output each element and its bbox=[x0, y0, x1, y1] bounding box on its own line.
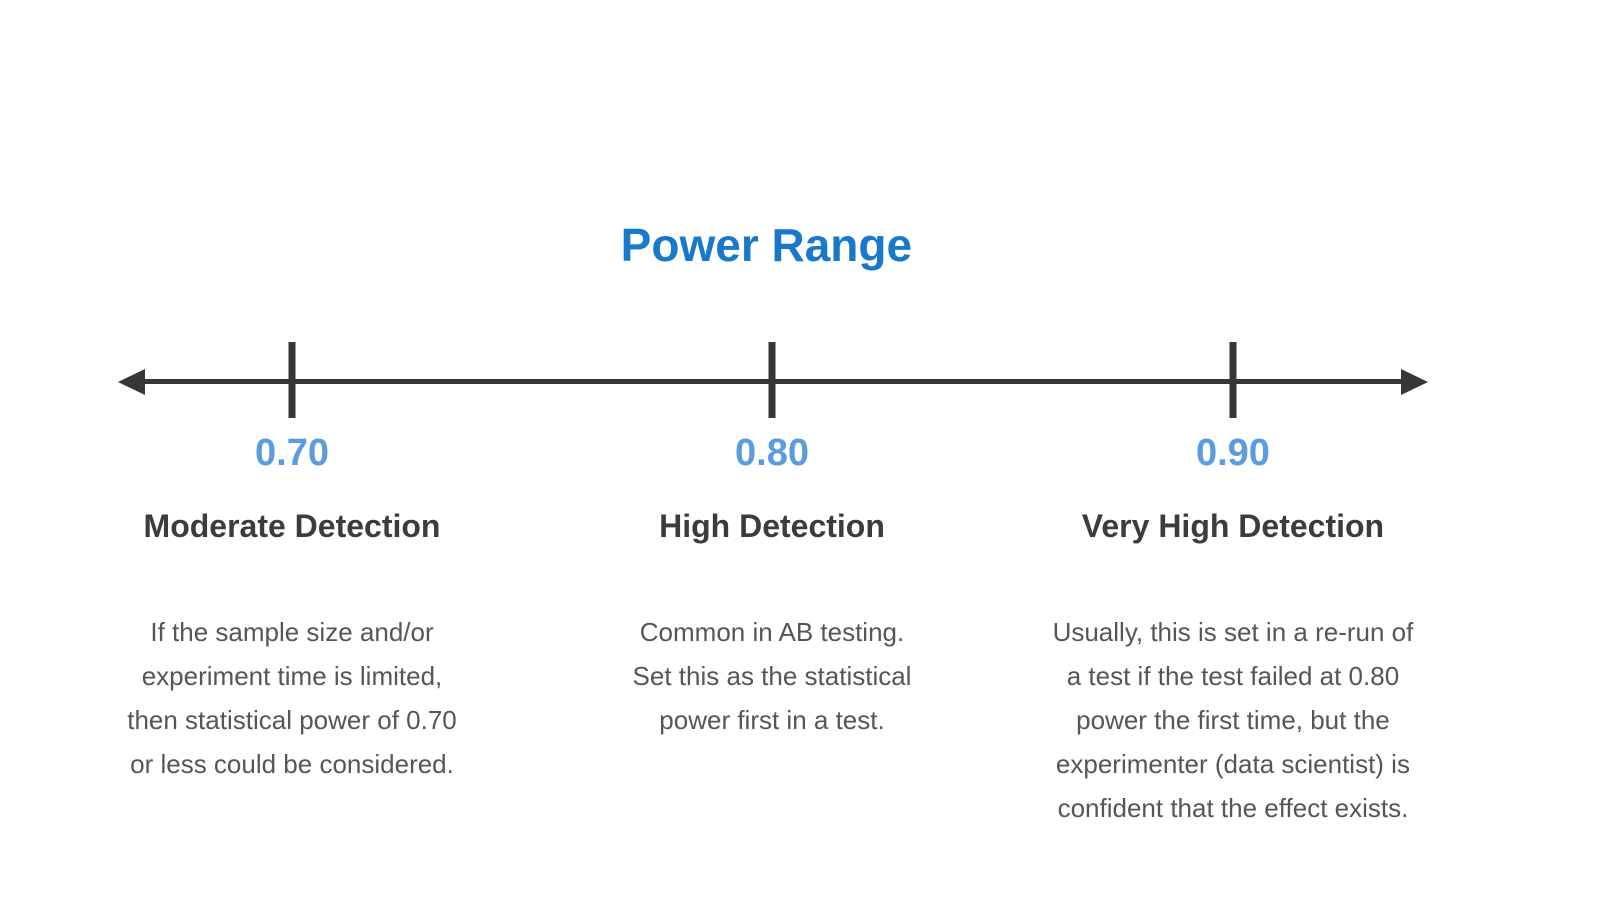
diagram-title: Power Range bbox=[620, 219, 913, 271]
detection-level-label: Very High Detection bbox=[1081, 508, 1385, 544]
power-value: 0.70 bbox=[255, 432, 329, 474]
detection-level-description: If the sample size and/or experiment tim… bbox=[127, 617, 457, 779]
detection-level-description: Common in AB testing. Set this as the st… bbox=[632, 617, 912, 735]
detection-level-label: High Detection bbox=[659, 508, 885, 544]
point-text-block: Moderate Detection If the sample size and… bbox=[127, 506, 457, 786]
tick-mark bbox=[768, 342, 776, 418]
tick-mark bbox=[288, 342, 296, 418]
tick-mark bbox=[1229, 342, 1237, 418]
detection-level-description: Usually, this is set in a re-run of a te… bbox=[1052, 617, 1414, 823]
right-arrowhead-icon bbox=[1401, 369, 1428, 395]
power-value: 0.90 bbox=[1195, 432, 1270, 474]
left-arrowhead-icon bbox=[118, 369, 145, 395]
detection-level-label: Moderate Detection bbox=[143, 508, 441, 544]
power-value: 0.80 bbox=[735, 432, 809, 474]
